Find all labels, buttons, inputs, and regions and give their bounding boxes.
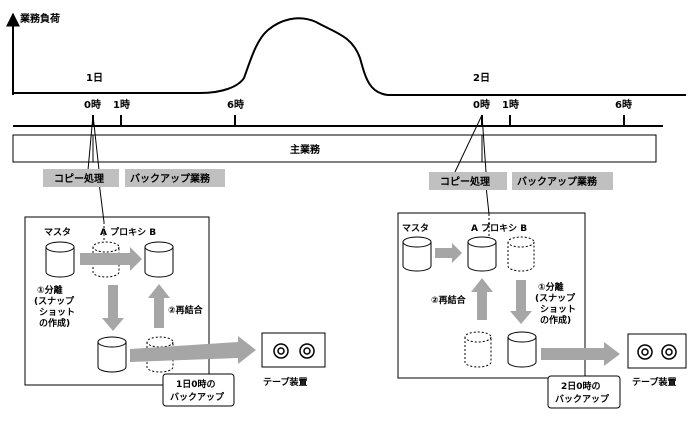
day1-step1-line4: の作成) (39, 317, 70, 329)
day2-step2-label: ②再結合 (431, 294, 467, 306)
day2-proxy-label: A プロキシ B (471, 222, 527, 234)
day2-label: 2日 (473, 72, 490, 84)
day1-label: 1日 (86, 72, 103, 84)
y-axis-label: 業務負荷 (19, 12, 60, 25)
day2-process-frame (397, 212, 586, 379)
day1-tape-device (261, 332, 326, 368)
day1-master-disk (45, 241, 75, 278)
day2-backup-note-line1: 2日0時の (561, 380, 601, 392)
day2-tape-label: テープ装置 (632, 376, 676, 388)
main-work-bar: 主業務 (12, 134, 657, 163)
day1-backup-work-label: バックアップ業務 (130, 172, 211, 185)
day2-backup-work-box (512, 172, 613, 190)
day2-step1-line3: ショット (540, 304, 576, 315)
day1-copy-label: コピー処理 (54, 172, 104, 185)
hour-day2-6: 6時 (615, 98, 632, 111)
day2-backup-note-line2: バックアップ (555, 393, 610, 405)
day2-copy-label: コピー処理 (440, 175, 490, 188)
day2-backup-arrow (541, 342, 620, 366)
day2-snapshot-disk (507, 331, 537, 368)
day1-backup-note-line1: 1日0時の (176, 378, 216, 390)
day1-process-frame (24, 216, 210, 386)
main-work-label: 主業務 (290, 143, 321, 156)
day1-split-arrow (102, 285, 124, 331)
hour-day2-0: 0時 (473, 98, 490, 111)
day2-backup-work-label: バックアップ業務 (517, 175, 598, 188)
hour-day1-1: 1時 (113, 98, 130, 111)
day1-backup-work-box (125, 169, 225, 187)
day2-step1-line1: ①分離 (538, 281, 564, 293)
day1-tape-label: テープ装置 (263, 376, 307, 388)
hour-day1-0: 0時 (84, 98, 101, 111)
day2-proxy-a-ghost-disk (464, 331, 492, 368)
day1-snapshot-disk (97, 336, 127, 373)
day2-tape-device (627, 333, 687, 369)
day1-copy-box (43, 169, 119, 187)
day1-master-label: マスタ (44, 226, 71, 238)
day1-backup-note-box (162, 373, 235, 407)
day1-step2-label: ②再結合 (168, 304, 204, 316)
day2-copy-arrow (435, 243, 462, 263)
day1-step1-line3: ショット (39, 307, 75, 318)
day1-proxy-label: A プロキシ B (100, 226, 156, 238)
day1-step1-line1: ①分離 (37, 284, 63, 296)
day2-detail: コピー処理 バックアップ業務 マスタ A プロキシ B ②再結合 ①分離 (スナ… (397, 114, 687, 409)
day2-step1-line4: の作成) (540, 314, 571, 326)
day2-proxy-b-disk (507, 236, 535, 272)
day1-detail: コピー処理 バックアップ業務 マスタ A プロキシ B ①分離 (スナップ ショ… (24, 114, 326, 407)
day2-rejoin-arrow (471, 278, 493, 320)
day1-proxy-b-disk (144, 241, 174, 278)
day2-master-disk (402, 236, 432, 272)
hour-day2-1: 1時 (502, 98, 519, 111)
day1-copy-arrow (80, 247, 142, 271)
day1-backup-arrow (130, 336, 256, 364)
day2-copy-box (429, 172, 507, 190)
day2-backup-note-box (547, 375, 621, 409)
hour-day1-6: 6時 (227, 98, 244, 111)
load-curve (13, 17, 686, 96)
load-graph: 業務負荷 1日 2日 0時 1時 6時 0時 1時 6時 (5, 12, 686, 127)
day1-backup-note-line2: バックアップ (170, 391, 225, 403)
day1-step1-line2: (スナップ (34, 295, 75, 307)
day2-master-label: マスタ (402, 222, 429, 234)
day2-step1-line2: (スナップ (535, 292, 576, 304)
day1-rejoin-arrow (148, 284, 170, 328)
day2-proxy-a-disk (467, 236, 497, 272)
day2-split-arrow (510, 280, 532, 324)
